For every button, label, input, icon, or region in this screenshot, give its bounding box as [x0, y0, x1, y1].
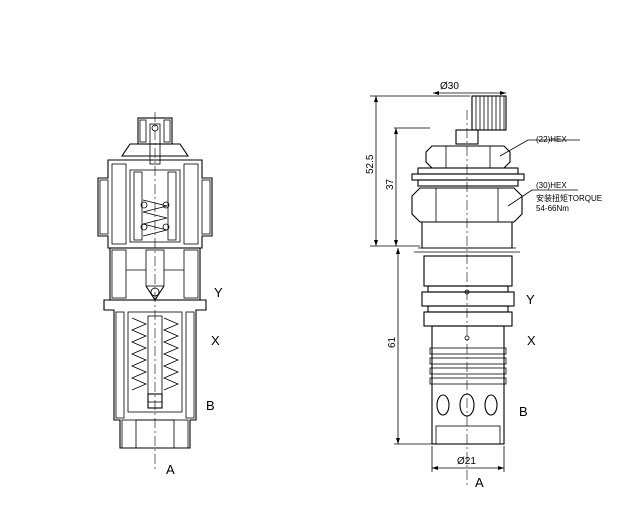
section-lower-sleeve	[103, 299, 207, 449]
external-port-x-label: X	[527, 333, 536, 348]
torque-label: 安装扭矩TORQUE	[536, 193, 602, 203]
callout-leaders	[499, 139, 580, 207]
cross-section-view: Y X B A	[97, 112, 223, 477]
section-port-b-label: B	[206, 398, 215, 413]
external-view: Ø30 Ø21 52.5 37 61 (22)HEX (30)HEX 安装扭矩T…	[365, 81, 602, 490]
torque-value: 54-66Nm	[536, 204, 569, 213]
large-hex-body	[411, 187, 523, 223]
port-hole-right	[484, 394, 498, 416]
height-total-label: 52.5	[365, 154, 376, 174]
small-hex-nut	[425, 145, 511, 169]
section-port-y-label: Y	[214, 285, 223, 300]
height-upper-label: 37	[385, 178, 396, 190]
external-port-b-label: B	[519, 404, 528, 419]
knurled-knob	[455, 95, 507, 145]
section-port-a-label: A	[166, 462, 175, 477]
external-port-y-label: Y	[526, 292, 535, 307]
height-lower-label: 61	[387, 336, 398, 348]
port-hole-left	[436, 394, 450, 416]
external-port-a-label: A	[475, 475, 484, 490]
small-hex-callout: (22)HEX	[536, 135, 567, 144]
section-port-x-label: X	[211, 333, 220, 348]
bottom-diameter-label: Ø21	[457, 456, 476, 467]
section-upper-body	[97, 159, 213, 249]
top-diameter-label: Ø30	[440, 81, 459, 92]
dimension-lines	[370, 91, 506, 472]
section-adjuster	[120, 117, 190, 165]
lower-sleeve	[429, 325, 507, 445]
cartridge-body	[414, 221, 520, 341]
port-hole-center	[459, 393, 475, 417]
seal-rings	[411, 167, 525, 187]
large-hex-callout: (30)HEX	[536, 181, 567, 190]
